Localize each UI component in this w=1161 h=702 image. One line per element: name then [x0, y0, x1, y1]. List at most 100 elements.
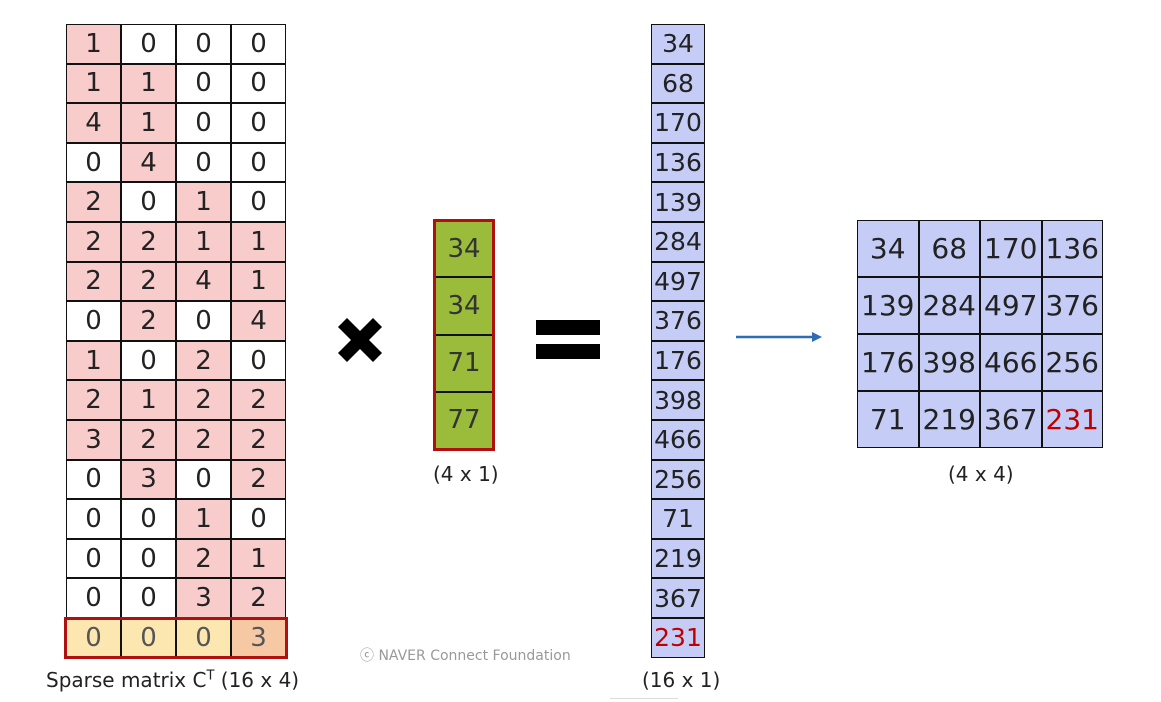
result-vector-cell: 170 [651, 103, 705, 143]
sparse-matrix-cell: 4 [231, 301, 286, 341]
output-matrix-cell: 256 [1041, 334, 1103, 391]
sparse-matrix-cell: 0 [66, 618, 121, 658]
output-matrix-cell: 231 [1041, 391, 1103, 448]
sparse-matrix-cell: 4 [66, 103, 121, 143]
sparse-matrix-cell: 0 [66, 538, 121, 579]
kernel-vector-cell: 71 [435, 334, 493, 392]
sparse-matrix-cell: 2 [121, 222, 176, 262]
sparse-matrix-cell: 1 [121, 380, 176, 420]
sparse-matrix-cell: 0 [66, 499, 121, 539]
divider [610, 698, 678, 699]
sparse-matrix-cell: 0 [176, 103, 231, 143]
sparse-matrix-cell: 2 [231, 459, 286, 500]
sparse-matrix-cell: 0 [121, 340, 176, 381]
result-vector-cell: 284 [651, 222, 705, 262]
output-matrix-cell: 497 [980, 277, 1042, 334]
sparse-matrix-label: Sparse matrix CT (16 x 4) [46, 668, 300, 692]
sparse-matrix-cell: 0 [121, 182, 176, 222]
watermark: ⓒ NAVER Connect Foundation [360, 648, 571, 664]
sparse-matrix-cell: 2 [176, 380, 231, 420]
multiply-icon [338, 318, 382, 362]
output-matrix-cell: 71 [857, 391, 919, 448]
result-vector-cell: 136 [651, 142, 705, 183]
result-vector-cell: 497 [651, 261, 705, 302]
sparse-matrix-cell: 4 [121, 142, 176, 183]
sparse-matrix-cell: 2 [66, 261, 121, 302]
sparse-matrix-cell: 0 [176, 24, 231, 64]
sparse-matrix-cell: 0 [176, 63, 231, 104]
output-matrix-cell: 139 [857, 277, 919, 334]
output-matrix-cell: 68 [918, 220, 980, 277]
sparse-matrix-cell: 0 [231, 182, 286, 222]
output-matrix-cell: 176 [857, 334, 919, 391]
arrow-right-icon [736, 332, 822, 342]
result-vector-cell: 219 [651, 538, 705, 579]
sparse-matrix-cell: 2 [231, 420, 286, 460]
sparse-matrix-cell: 4 [176, 261, 231, 302]
output-matrix-cell: 376 [1041, 277, 1103, 334]
sparse-matrix-cell: 0 [66, 459, 121, 500]
sparse-matrix-cell: 1 [231, 261, 286, 302]
sparse-matrix-cell: 0 [176, 142, 231, 183]
result-vector-cell: 34 [651, 24, 705, 64]
output-matrix-cell: 170 [980, 220, 1042, 277]
output-matrix-cell: 398 [918, 334, 980, 391]
sparse-matrix-cell: 2 [121, 261, 176, 302]
sparse-matrix-cell: 3 [176, 578, 231, 618]
sparse-matrix-cell: 0 [231, 142, 286, 183]
sparse-matrix-cell: 1 [231, 538, 286, 579]
sparse-matrix-cell: 1 [176, 499, 231, 539]
sparse-matrix-cell: 0 [231, 103, 286, 143]
sparse-matrix-cell: 2 [231, 578, 286, 618]
sparse-matrix-cell: 1 [176, 222, 231, 262]
sparse-matrix-cell: 0 [176, 301, 231, 341]
sparse-matrix-cell: 1 [66, 63, 121, 104]
kernel-vector-cell: 34 [435, 220, 493, 278]
sparse-matrix-cell: 0 [176, 459, 231, 500]
result-vector-cell: 376 [651, 301, 705, 341]
sparse-matrix-cell: 3 [231, 618, 286, 658]
result-vector-cell: 231 [651, 618, 705, 658]
sparse-matrix-cell: 0 [121, 578, 176, 618]
sparse-matrix-cell: 2 [66, 380, 121, 420]
output-matrix-cell: 284 [918, 277, 980, 334]
sparse-matrix-cell: 0 [121, 499, 176, 539]
sparse-matrix-cell: 0 [231, 340, 286, 381]
sparse-matrix-cell: 2 [66, 222, 121, 262]
result-vector-cell: 367 [651, 578, 705, 618]
result-vector-cell: 466 [651, 420, 705, 460]
sparse-matrix-cell: 2 [66, 182, 121, 222]
sparse-matrix-cell: 1 [231, 222, 286, 262]
result-vector-cell: 398 [651, 380, 705, 420]
result-vector-cell: 71 [651, 499, 705, 539]
output-matrix-label: (4 x 4) [948, 462, 1014, 486]
sparse-matrix-cell: 1 [121, 103, 176, 143]
sparse-matrix-cell: 1 [66, 24, 121, 64]
result-vector-cell: 68 [651, 63, 705, 104]
sparse-matrix-cell: 1 [176, 182, 231, 222]
sparse-matrix-cell: 1 [66, 340, 121, 381]
kernel-vector-label: (4 x 1) [433, 462, 499, 486]
sparse-matrix-cell: 2 [176, 420, 231, 460]
result-vector-cell: 139 [651, 182, 705, 222]
output-matrix-cell: 219 [918, 391, 980, 448]
kernel-vector-cell: 34 [435, 277, 493, 335]
output-matrix-cell: 34 [857, 220, 919, 277]
sparse-matrix-cell: 0 [66, 142, 121, 183]
equals-icon [536, 320, 600, 359]
sparse-matrix-cell: 0 [121, 24, 176, 64]
sparse-matrix-cell: 3 [66, 420, 121, 460]
sparse-matrix-cell: 0 [231, 499, 286, 539]
sparse-matrix-cell: 1 [121, 63, 176, 104]
sparse-matrix-cell: 2 [231, 380, 286, 420]
result-vector-label: (16 x 1) [642, 668, 721, 692]
result-vector-cell: 256 [651, 459, 705, 500]
output-matrix-cell: 466 [980, 334, 1042, 391]
result-vector-cell: 176 [651, 340, 705, 381]
sparse-matrix-cell: 0 [231, 24, 286, 64]
sparse-matrix-cell: 0 [121, 538, 176, 579]
